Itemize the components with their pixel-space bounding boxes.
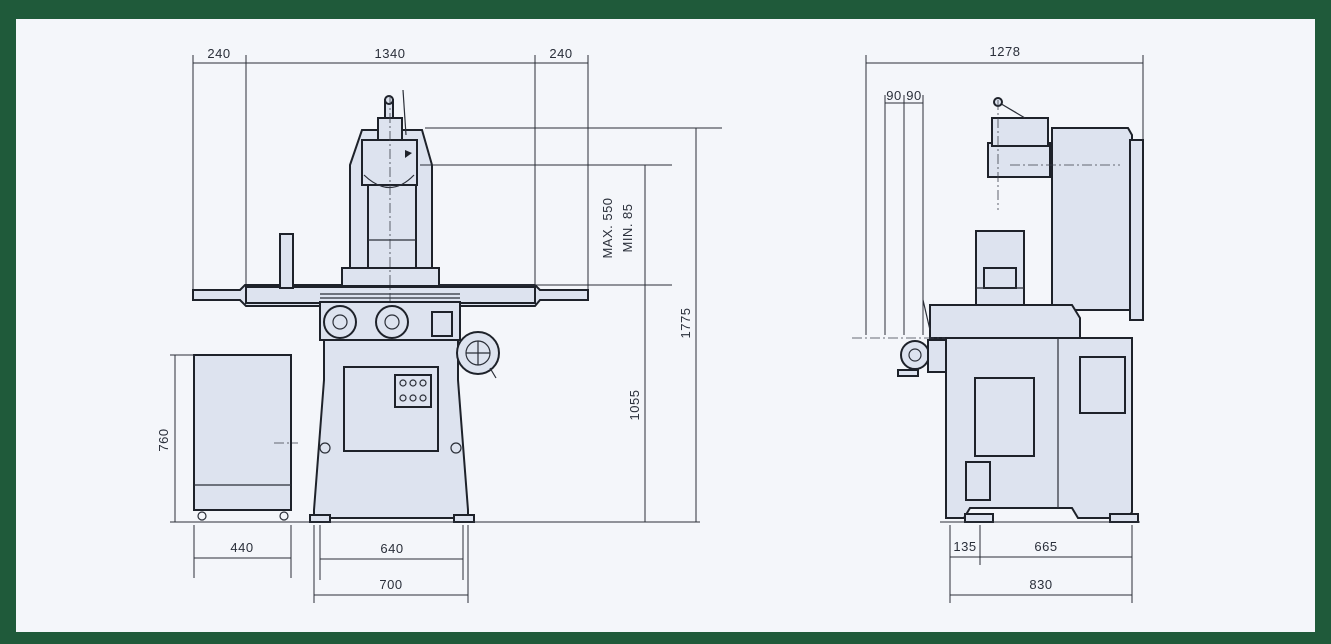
front-view: 240 1340 240 xyxy=(156,46,722,603)
dim-total-height: 1775 xyxy=(678,308,693,339)
bottom-width-dimensions: 440 640 700 xyxy=(193,525,469,603)
dim-table-travel: 1340 xyxy=(375,46,406,61)
dim-left-overhang: 240 xyxy=(207,46,230,61)
dim-cabinet-height: 760 xyxy=(156,428,171,451)
dim-total-base-depth: 830 xyxy=(1029,577,1052,592)
dim-overall-depth: 1278 xyxy=(990,44,1021,59)
top-width-dimensions: 240 1340 240 xyxy=(192,46,589,290)
dim-base-depth: 665 xyxy=(1034,539,1057,554)
side-handwheel xyxy=(900,340,930,370)
handwheel-left xyxy=(323,305,357,339)
drawing-sheet xyxy=(16,19,1315,632)
dim-table-height: 1055 xyxy=(627,390,642,421)
height-dimensions: MAX. 550 MIN. 85 1775 1055 xyxy=(420,127,722,522)
dim-front-offset: 135 xyxy=(953,539,976,554)
side-bottom-dimensions: 135 665 830 xyxy=(949,525,1133,603)
side-view: 1278 90 90 xyxy=(852,44,1144,603)
cabinet-height-dimension: 760 xyxy=(156,354,700,523)
side-column xyxy=(987,97,1144,321)
handwheel-center xyxy=(375,305,409,339)
side-base xyxy=(940,337,1140,523)
guard-post xyxy=(279,233,294,289)
overall-depth-dimension: 1278 xyxy=(865,44,1144,335)
dim-handwheel-b: 90 xyxy=(906,88,921,103)
dim-overall-base-width: 700 xyxy=(379,577,402,592)
dim-base-width: 640 xyxy=(380,541,403,556)
electrical-cabinet xyxy=(193,354,298,521)
dim-spindle-max: MAX. 550 xyxy=(600,197,615,258)
dim-cabinet-width: 440 xyxy=(230,540,253,555)
dim-handwheel-a: 90 xyxy=(886,88,901,103)
dim-spindle-min: MIN. 85 xyxy=(620,203,635,252)
dim-right-overhang: 240 xyxy=(549,46,572,61)
machine-base xyxy=(309,331,500,523)
worktable xyxy=(192,284,589,307)
saddle xyxy=(319,301,461,341)
handwheel-offset-dimensions: 90 90 xyxy=(884,88,924,335)
